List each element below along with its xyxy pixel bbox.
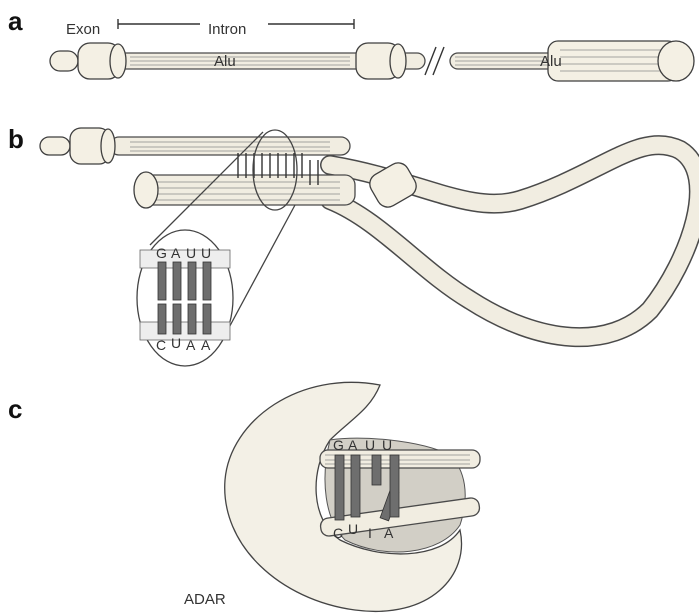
break-marks (425, 47, 444, 75)
base-b-bottom-4: A (201, 337, 211, 353)
panel-a-letter: a (8, 6, 23, 36)
adar-label: ADAR (184, 591, 226, 608)
pair-3-bottom (188, 304, 196, 334)
base-c-top-3: U (365, 437, 375, 453)
base-c-bottom-2: U (348, 521, 358, 537)
panel-c-letter: c (8, 394, 22, 424)
base-b-bottom-1: C (156, 337, 166, 353)
rna-end-cap-left (50, 51, 78, 71)
pair-3-top (188, 262, 196, 300)
pair-4-top (203, 262, 211, 300)
base-c-top-2: A (348, 437, 358, 453)
base-b-top-4: U (201, 245, 211, 261)
base-b-top-1: G (156, 245, 167, 261)
alu-label-left: Alu (214, 53, 236, 70)
base-c-bottom-3: I (368, 525, 372, 541)
pair-c-2 (351, 455, 360, 517)
panel-b-letter: b (8, 124, 24, 154)
pair-2-bottom (173, 304, 181, 334)
alu-cylinder-right (548, 41, 694, 81)
base-b-top-3: U (186, 245, 196, 261)
panel-c: c G A U U C U (8, 382, 480, 611)
panel-a: a Exon Intron (8, 6, 694, 81)
upper-strand-b (40, 128, 350, 164)
base-b-bottom-2: U (171, 335, 181, 351)
pair-1-bottom (158, 304, 166, 334)
pair-4-bottom (203, 304, 211, 334)
alu-label-right: Alu (540, 53, 562, 70)
pair-c-4 (390, 455, 399, 517)
base-c-bottom-4: A (384, 525, 394, 541)
exon-label: Exon (66, 21, 100, 38)
rna-strand-a (105, 53, 580, 69)
base-c-top-4: U (382, 437, 392, 453)
base-b-bottom-3: A (186, 337, 196, 353)
exon-collar-1 (78, 43, 126, 79)
pair-c-3 (372, 455, 381, 485)
lower-strand-b (134, 172, 355, 208)
pair-1-top (158, 262, 166, 300)
base-c-bottom-1: C (333, 525, 343, 541)
pair-2-top (173, 262, 181, 300)
base-c-top-1: G (333, 437, 344, 453)
pair-c-1 (335, 455, 344, 520)
exon-collar-2 (356, 43, 406, 79)
panel-b: b (8, 124, 699, 366)
base-b-top-2: A (171, 245, 181, 261)
intron-label: Intron (208, 21, 246, 38)
